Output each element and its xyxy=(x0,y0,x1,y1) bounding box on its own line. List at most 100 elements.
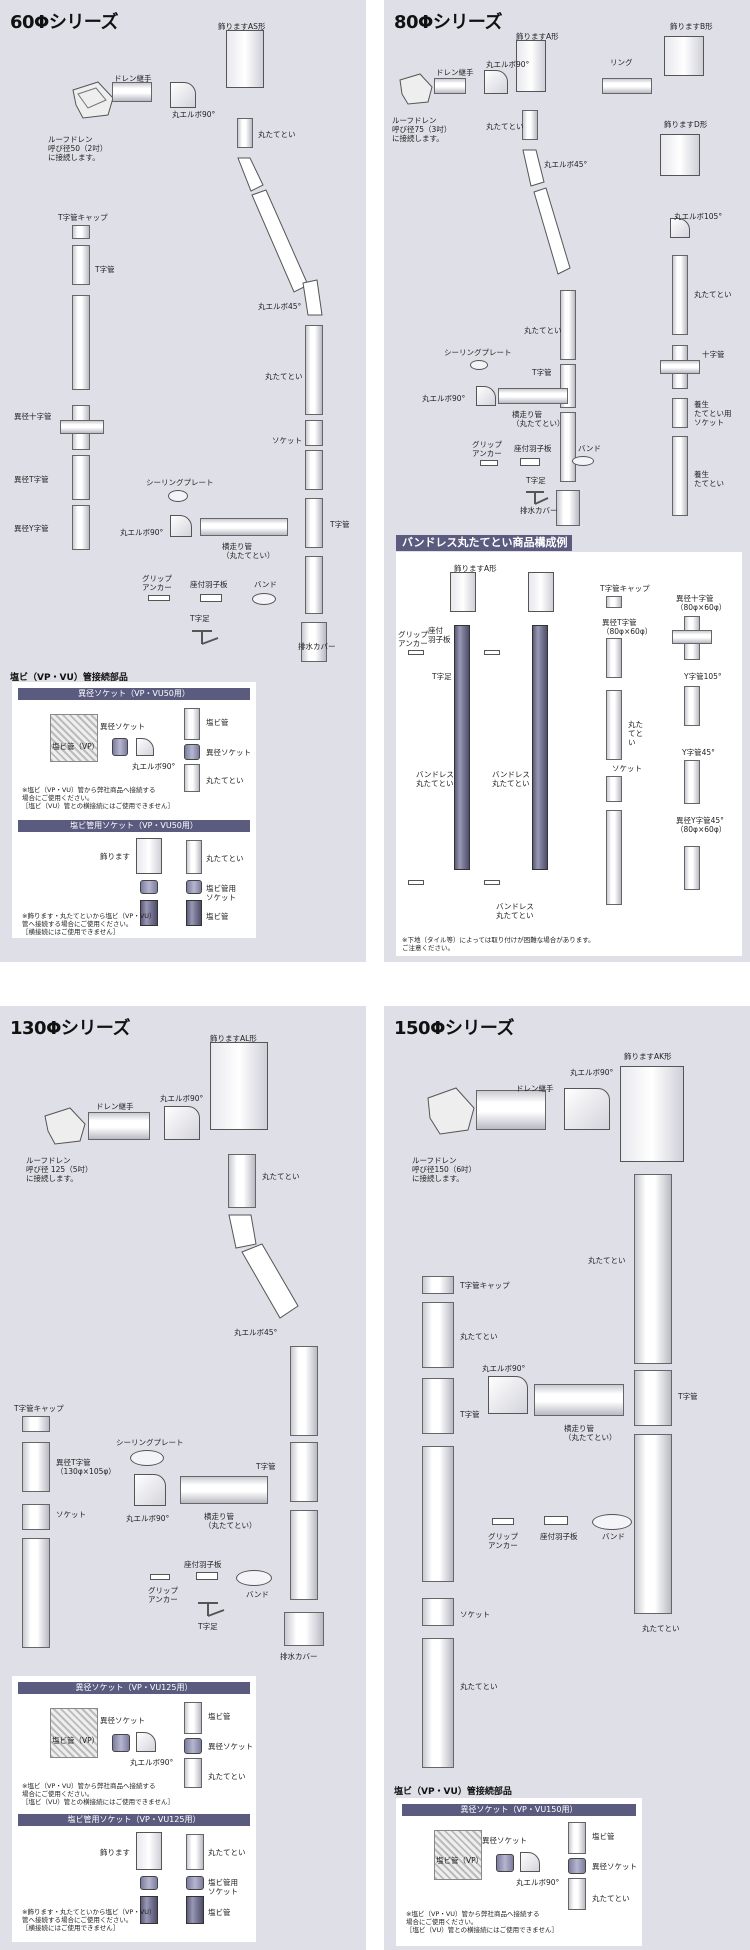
roof-drain-icon xyxy=(399,73,433,105)
label: T字管キャップ xyxy=(14,1404,64,1413)
sub-header: 塩ビ管用ソケット（VP・VU125用） xyxy=(18,1814,250,1826)
socket-band xyxy=(606,776,622,802)
t-pipe-left xyxy=(422,1378,454,1434)
label: 丸エルボ45° xyxy=(258,302,302,311)
label: 丸たてとい xyxy=(460,1682,498,1691)
cross-pipe-arm xyxy=(660,360,700,374)
label: 座付 羽子板 xyxy=(428,626,451,644)
grip-anchor-icon xyxy=(408,650,424,655)
label: 丸エルボ90° xyxy=(120,528,164,537)
label: 丸たてとい xyxy=(486,122,524,131)
label: ルーフドレン 呼び径75（3吋） に接続します。 xyxy=(392,116,452,143)
label: 丸エルボ90° xyxy=(130,1758,174,1767)
label: 異径Y字管45° （80φ×60φ） xyxy=(676,816,727,834)
zatsuki-icon xyxy=(484,650,500,655)
horizontal-pipe xyxy=(200,518,288,536)
label: 丸エルボ45° xyxy=(544,160,588,169)
horizontal-pipe xyxy=(534,1384,624,1416)
kazari-box xyxy=(210,1042,268,1130)
label: 飾りますD形 xyxy=(664,120,708,129)
label: 丸エルボ90° xyxy=(422,394,466,403)
label: T字足 xyxy=(526,476,546,485)
label: バンドレス 丸たてとい xyxy=(492,770,530,788)
downspout-left-2 xyxy=(422,1446,454,1582)
grip-anchor-icon xyxy=(492,1518,514,1525)
bandless-pipe-2 xyxy=(532,625,548,870)
elbow-small xyxy=(136,738,154,756)
horizontal-pipe xyxy=(180,1476,268,1504)
label: 丸た てと い xyxy=(628,720,643,747)
pvc-pipe-dark-2 xyxy=(186,900,202,926)
t-leg-icon xyxy=(192,630,219,645)
elbow-small xyxy=(520,1852,540,1872)
pvc-pipe xyxy=(568,1822,586,1854)
panel-150-series: 150Φシリーズ 飾りますAK形 ドレン継手 丸エルボ90° ルーフドレン 呼び… xyxy=(384,1006,750,1950)
roof-drain-icon xyxy=(72,81,114,119)
pvc-socket xyxy=(112,738,128,756)
label: グリップ アンカー xyxy=(142,574,172,592)
label: 塩ビ管（VP） xyxy=(436,1856,484,1865)
label: 飾りますA形 xyxy=(516,32,559,41)
downspout-band xyxy=(606,690,622,760)
downspout-short xyxy=(228,1154,256,1208)
label: 丸たてとい xyxy=(265,372,303,381)
t-cap-2 xyxy=(606,596,622,608)
drain-joint xyxy=(112,82,152,102)
label: 塩ビ管 xyxy=(206,912,229,921)
label: 丸たてとい xyxy=(642,1624,680,1633)
sub-header: 異径ソケット（VP・VU125用） xyxy=(18,1682,250,1694)
t-pipe xyxy=(305,498,323,548)
yojo-pipe xyxy=(672,436,688,516)
drain-joint xyxy=(434,78,466,94)
label: 丸エルボ45° xyxy=(234,1328,278,1337)
drain-cover xyxy=(301,622,327,662)
label: リング xyxy=(610,58,633,67)
label: バンド xyxy=(246,1590,269,1599)
note: ※飾ります・丸たてといから塩ビ（VP・VU） 管へ接続する場合にご使用ください。… xyxy=(22,1908,156,1932)
note: ※下地（タイル等）によっては取り付けが困難な場合があります。 ご注意ください。 xyxy=(402,936,595,952)
label: 異径T字管 （130φ×105φ） xyxy=(56,1458,116,1476)
elbow-90 xyxy=(170,82,196,108)
horizontal-pipe xyxy=(498,388,568,404)
downspout-left xyxy=(72,295,90,390)
label: ソケット xyxy=(56,1510,86,1519)
label: T字足 xyxy=(190,614,210,623)
label: グリップ アンカー xyxy=(148,1586,178,1604)
pvc-socket-2 xyxy=(568,1858,586,1874)
panel-80-series: 80Φシリーズ 飾りますA形 飾りますB形 ドレン継手 丸エルボ90° リング … xyxy=(384,0,750,962)
bandless-pipe-1 xyxy=(454,625,470,870)
label: 異径十字管 xyxy=(14,412,52,421)
sub-header: 異径ソケット（VP・VU150用） xyxy=(402,1804,636,1816)
elbow-45 xyxy=(228,1214,257,1249)
note: ※飾ります・丸たてといから塩ビ（VP・VU） 管へ接続する場合にご使用ください。… xyxy=(22,912,156,936)
label: 丸エルボ90° xyxy=(486,60,530,69)
label: 丸たてとい xyxy=(208,1772,246,1781)
diagonal-pipe xyxy=(241,1243,299,1319)
sub-header: 異径ソケット（VP・VU50用） xyxy=(18,688,250,700)
label: ルーフドレン 呼び径 125（5吋） に接続します。 xyxy=(26,1156,93,1183)
label: T字管 xyxy=(532,368,552,377)
label: T字管 xyxy=(330,520,350,529)
label: 十字管 xyxy=(702,350,725,359)
t-leg-icon xyxy=(198,1602,225,1617)
label: 排水カバー xyxy=(280,1652,318,1661)
t-pipe xyxy=(634,1370,672,1426)
socket xyxy=(22,1504,50,1530)
label: 塩ビ管 xyxy=(592,1832,615,1841)
label: 塩ビ管用 ソケット xyxy=(208,1878,238,1896)
label: バンド xyxy=(578,444,601,453)
kazari-box xyxy=(620,1066,684,1162)
downspout-main xyxy=(305,325,323,415)
reducing-cross-2-arm xyxy=(672,630,712,644)
sealing-plate xyxy=(130,1450,164,1466)
elbow-45 xyxy=(522,149,545,187)
yojo-socket xyxy=(672,398,688,428)
label: 横走り管 （丸たてとい） xyxy=(222,542,275,560)
zatsuki-icon-2 xyxy=(484,880,500,885)
label: ドレン継手 xyxy=(516,1084,554,1093)
label: T字管キャップ xyxy=(600,584,650,593)
label: ソケット xyxy=(460,1610,490,1619)
label: 異径ソケット xyxy=(206,748,251,757)
label: 異径ソケット xyxy=(100,722,145,731)
label: 飾りますAK形 xyxy=(624,1052,672,1061)
